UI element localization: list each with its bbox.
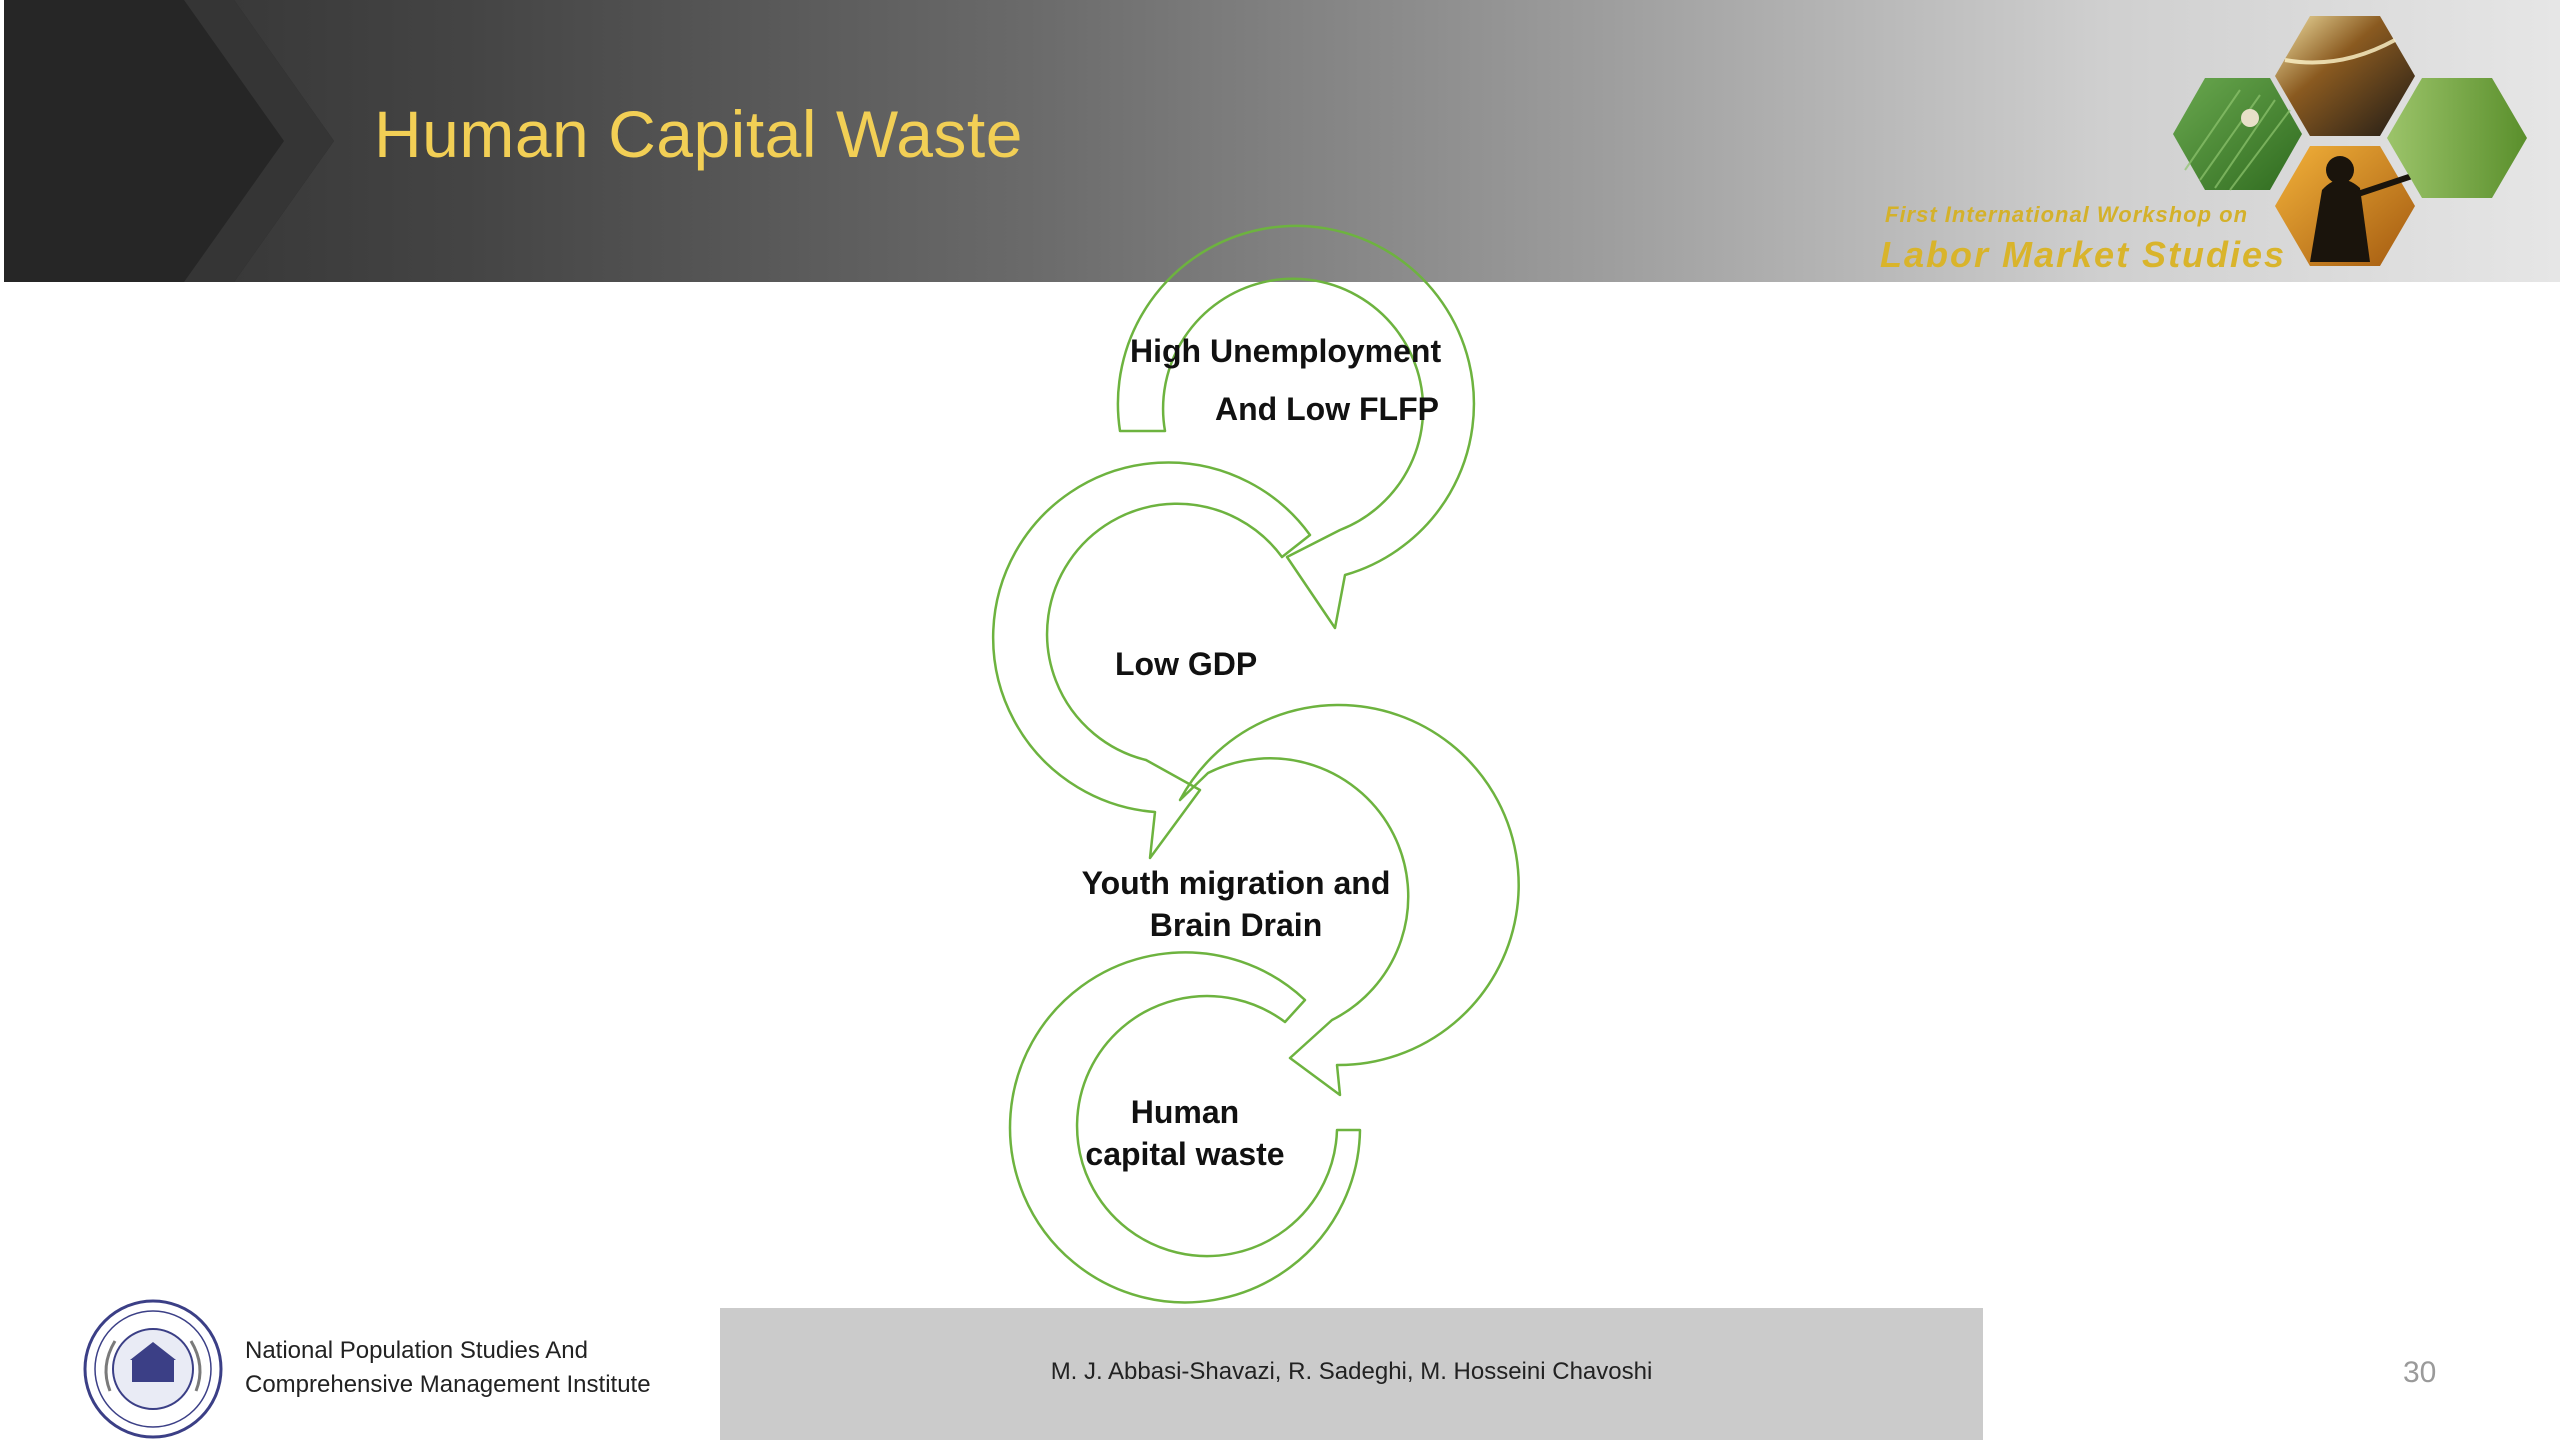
node-label-line: High Unemployment — [1130, 333, 1442, 369]
workshop-title-line2: Labor Market Studies — [1880, 234, 2287, 275]
arrow-bottom — [1008, 951, 1362, 1304]
node-label-line: And Low FLFP — [1215, 391, 1439, 427]
node-youth-migration: Youth migration and Brain Drain — [1036, 862, 1436, 946]
authors-text: M. J. Abbasi-Shavazi, R. Sadeghi, M. Hos… — [1050, 1358, 1653, 1385]
node-label-line: capital waste — [1085, 1136, 1285, 1172]
slide-title: Human Capital Waste — [374, 97, 1023, 171]
arrow-middle-right — [1178, 703, 1520, 1097]
page-number: 30 — [2403, 1356, 2437, 1389]
institute-seal-logo — [83, 1299, 223, 1439]
institute-name-line1: National Population Studies And — [245, 1337, 588, 1364]
header-banner — [4, 0, 2560, 282]
arrow-top — [1116, 224, 1476, 630]
footer-bar: M. J. Abbasi-Shavazi, R. Sadeghi, M. Hos… — [720, 1308, 1983, 1440]
node-label-line: Youth migration and — [1081, 865, 1391, 901]
node-high-unemployment-line2: And Low FLFP — [1215, 388, 1515, 430]
institute-name: National Population Studies And Comprehe… — [245, 1334, 651, 1402]
institute-name-line2: Comprehensive Management Institute — [245, 1371, 651, 1398]
node-label-line: Human — [1130, 1094, 1240, 1130]
node-label-line: Low GDP — [1115, 646, 1258, 682]
header-chevron-decoration — [4, 0, 334, 282]
node-low-gdp: Low GDP — [1115, 643, 1375, 685]
workshop-title-line1: First International Workshop on — [1885, 202, 2249, 227]
node-human-capital-waste: Human capital waste — [1045, 1091, 1325, 1175]
node-high-unemployment: High Unemployment — [1130, 330, 1510, 372]
workshop-logo — [2173, 16, 2527, 266]
arrow-middle-left — [991, 461, 1312, 860]
node-label-line: Brain Drain — [1149, 907, 1323, 943]
